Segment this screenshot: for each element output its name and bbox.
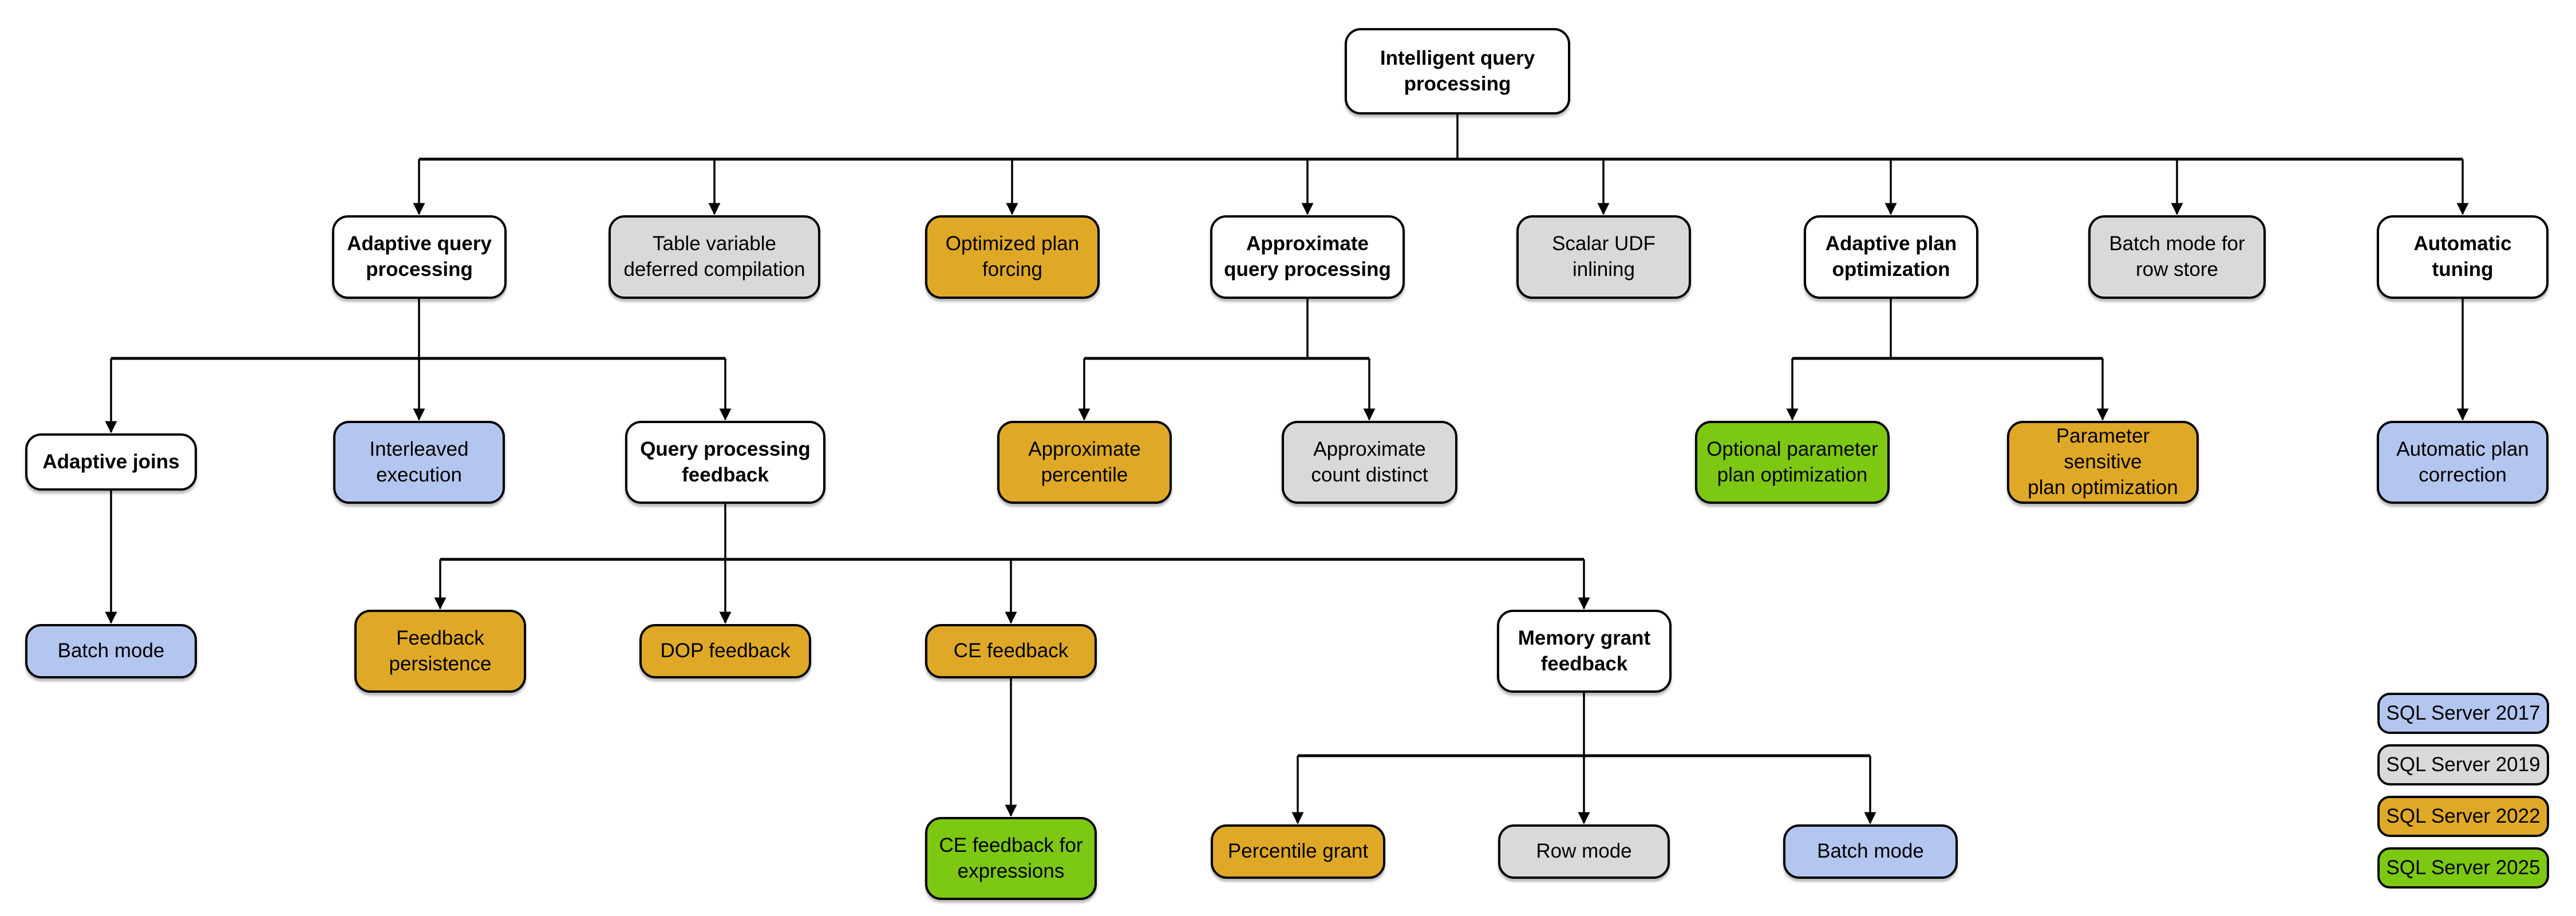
legend-sql-server-2025: SQL Server 2025	[2377, 847, 2549, 889]
edges-adaptive-plan-optimization	[1786, 299, 2109, 421]
node-approximate-query-processing: Approximate query processing	[1210, 215, 1405, 299]
edges-root	[413, 114, 2469, 215]
node-feedback-persistence: Feedback persistence	[354, 610, 526, 693]
edges-adaptive-query-processing	[105, 299, 732, 433]
node-optimized-plan-forcing: Optimized plan forcing	[925, 215, 1100, 299]
node-query-processing-feedback: Query processing feedback	[625, 421, 825, 504]
node-interleaved-execution: Interleaved execution	[333, 421, 505, 504]
node-adaptive-joins: Adaptive joins	[25, 433, 197, 491]
node-approximate-percentile: Approximate percentile	[997, 421, 1172, 504]
node-batch-mode-for-row-store: Batch mode for row store	[2088, 215, 2266, 299]
legend-sql-server-2019: SQL Server 2019	[2377, 744, 2549, 785]
node-dop-feedback: DOP feedback	[639, 624, 811, 678]
node-automatic-tuning: Automatic tuning	[2377, 215, 2549, 299]
node-ce-feedback-for-expressions: CE feedback for expressions	[925, 817, 1097, 900]
legend-sql-server-2017: SQL Server 2017	[2377, 693, 2549, 734]
node-row-mode: Row mode	[1498, 824, 1670, 879]
node-memory-grant-feedback: Memory grant feedback	[1497, 610, 1672, 693]
node-automatic-plan-correction: Automatic plan correction	[2377, 421, 2549, 504]
edges-memory-grant-feedback	[1291, 693, 1876, 824]
node-approximate-count-distinct: Approximate count distinct	[1282, 421, 1457, 504]
legend-sql-server-2022: SQL Server 2022	[2377, 796, 2549, 837]
node-batch-mode-adaptive-joins: Batch mode	[25, 624, 197, 678]
node-table-variable-deferred-compilation: Table variable deferred compilation	[609, 215, 820, 299]
node-ce-feedback: CE feedback	[925, 624, 1097, 678]
edges-approximate-query-processing	[1078, 299, 1376, 421]
node-adaptive-plan-optimization: Adaptive plan optimization	[1804, 215, 1978, 299]
node-adaptive-query-processing: Adaptive query processing	[332, 215, 507, 299]
node-parameter-sensitive-plan-optimization: Parameter sensitive plan optimization	[2007, 421, 2199, 504]
node-percentile-grant: Percentile grant	[1211, 824, 1385, 879]
node-optional-parameter-plan-optimization: Optional parameter plan optimization	[1695, 421, 1890, 504]
node-batch-mode-memory-grant: Batch mode	[1783, 824, 1958, 879]
node-intelligent-query-processing: Intelligent query processing	[1345, 28, 1570, 114]
node-scalar-udf-inlining: Scalar UDF inlining	[1516, 215, 1691, 299]
edges-query-processing-feedback	[434, 504, 1590, 624]
